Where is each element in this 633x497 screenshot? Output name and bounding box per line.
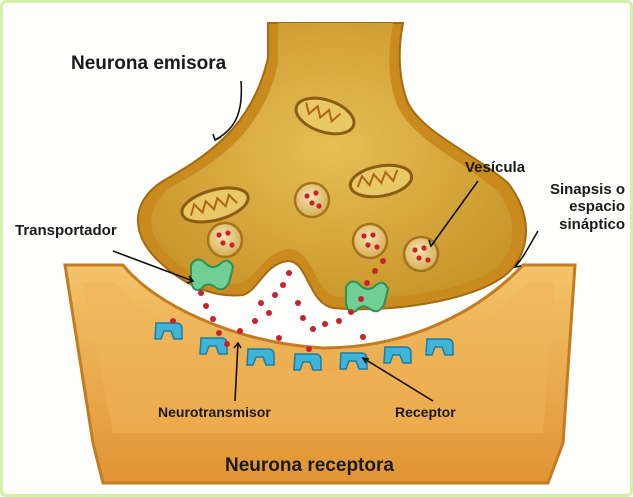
- label-emitting-neuron: Neurona emisora: [71, 53, 227, 74]
- vesicle: [293, 181, 331, 219]
- label-receiving-neuron: Neurona receptora: [225, 455, 394, 476]
- transporter: [190, 258, 235, 291]
- label-synapse: Sinapsis o espacio sináptico: [513, 181, 625, 233]
- label-transporter: Transportador: [15, 222, 117, 239]
- label-neurotransmitter: Neurotransmisor: [158, 404, 271, 420]
- label-synapse-line-1: Sinapsis o: [549, 181, 625, 198]
- leader-arrows: [112, 80, 539, 402]
- label-synapse-line-2: espacio: [569, 198, 625, 216]
- label-receptor: Receptor: [395, 404, 456, 420]
- synapse-illustration: [63, 22, 577, 485]
- vesicle: [402, 235, 440, 273]
- mitochondrion: [180, 186, 250, 224]
- label-vesicle: Vesícula: [465, 159, 526, 176]
- neurotransmitter-particles: [170, 258, 386, 352]
- vesicle: [206, 221, 244, 259]
- receptor: [339, 352, 368, 370]
- receptor: [293, 353, 322, 371]
- vesicle: [351, 222, 389, 260]
- mitochondrion: [294, 96, 356, 136]
- receptor: [425, 338, 454, 356]
- transporter: [345, 280, 390, 313]
- label-synapse-line-3: sináptico: [559, 215, 625, 233]
- receptor: [246, 348, 275, 366]
- receiving-neuron: [63, 263, 577, 485]
- receptor: [383, 346, 412, 364]
- receptor: [154, 322, 183, 340]
- mitochondrion: [348, 163, 414, 199]
